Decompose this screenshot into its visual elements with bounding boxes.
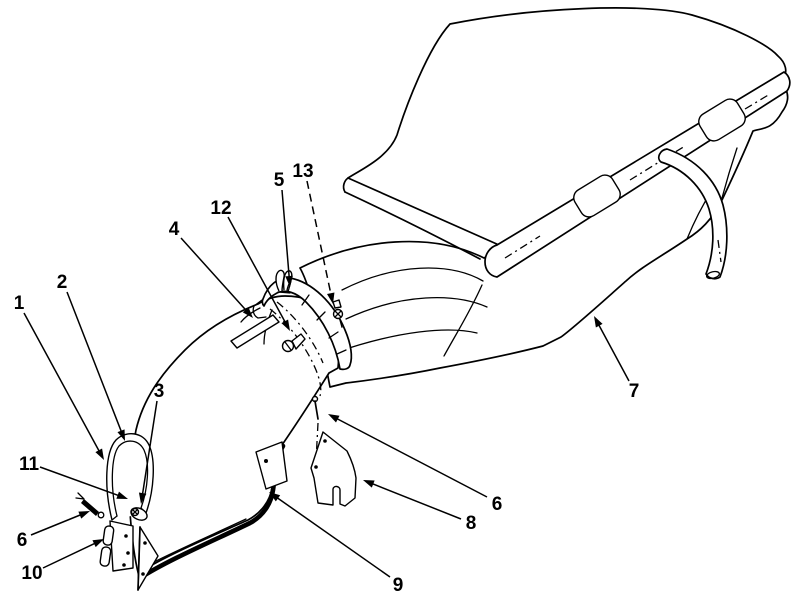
mounting-plate <box>255 441 288 490</box>
callout-5: 5 <box>274 170 293 287</box>
leader-line-4 <box>180 237 252 317</box>
plate-hole <box>264 459 268 463</box>
leader-line-6 <box>30 511 88 536</box>
handle-tube <box>657 148 728 280</box>
callout-label-12: 12 <box>210 198 231 219</box>
leader-line-3 <box>140 400 158 502</box>
leader-arrowhead-6 <box>78 511 90 519</box>
callout-label-3: 3 <box>154 381 165 402</box>
tube-centerline-dash <box>504 235 541 259</box>
leader-line-11 <box>39 466 126 499</box>
callout-label-8: 8 <box>466 513 477 534</box>
leader-line-2 <box>66 291 125 439</box>
chute-body <box>128 295 340 581</box>
callout-8: 8 <box>363 480 476 534</box>
callout-12: 12 <box>210 198 290 331</box>
leader-arrowhead-4 <box>242 307 253 318</box>
leader-line-6 <box>330 414 488 498</box>
callout-label-11: 11 <box>19 454 40 475</box>
handle-centerline-dash <box>717 239 722 263</box>
leader-line-7 <box>594 318 630 382</box>
handle-open-end <box>705 270 721 280</box>
leader-line-13 <box>306 180 334 302</box>
callout-label-10: 10 <box>21 563 42 584</box>
leader-arrowhead-2 <box>117 429 125 441</box>
callout-1: 1 <box>14 293 104 460</box>
collar-screw <box>281 333 306 353</box>
tube-centerline-dash <box>744 93 771 110</box>
reinforcement-strip <box>230 314 280 349</box>
callout-label-4: 4 <box>169 219 180 240</box>
leader-arrowhead-10 <box>92 539 104 548</box>
leader-arrowhead-7 <box>594 316 603 328</box>
leader-arrowhead-6 <box>328 414 340 423</box>
leader-line-9 <box>271 493 391 578</box>
leader-line-10 <box>42 539 102 569</box>
fabric-fold-lines <box>336 147 738 357</box>
callout-label-2: 2 <box>57 272 68 293</box>
leader-line-8 <box>365 480 462 520</box>
leader-arrowhead-1 <box>95 448 104 460</box>
leader-line-1 <box>23 312 104 458</box>
callout-2: 2 <box>57 272 125 441</box>
callout-label-9: 9 <box>393 575 404 596</box>
cotter-pin-left <box>75 492 105 519</box>
leader-arrowhead-11 <box>116 491 128 499</box>
callout-3: 3 <box>138 381 165 504</box>
mounting-bracket <box>99 520 134 572</box>
leader-line-5 <box>281 189 291 285</box>
collar-left-step <box>252 299 267 319</box>
callout-11: 11 <box>19 454 128 499</box>
leader-arrowhead-5 <box>285 275 293 287</box>
callout-label-13: 13 <box>292 161 313 182</box>
collar-hidden-rim <box>276 301 324 364</box>
leader-arrowhead-9 <box>269 492 281 502</box>
leader-arrowhead-12 <box>281 319 290 331</box>
callout-10: 10 <box>21 539 104 584</box>
frame-tube <box>484 71 791 278</box>
callout-7: 7 <box>594 316 639 402</box>
callout-label-5: 5 <box>274 170 285 191</box>
slot-tab-upper <box>102 525 115 546</box>
tube-sleeve-left <box>573 174 621 218</box>
keyhole-slot <box>130 507 148 521</box>
leader-line-12 <box>227 216 290 329</box>
callout-label-7: 7 <box>629 381 640 402</box>
leader-arrowhead-3 <box>138 492 147 504</box>
fin-plate <box>137 526 159 591</box>
callout-6: 6 <box>328 414 502 515</box>
support-bracket <box>310 431 357 507</box>
tube-sleeve-right <box>698 98 746 142</box>
slot-tab-lower <box>99 546 112 567</box>
callout-label-6: 6 <box>17 530 28 551</box>
callout-4: 4 <box>169 219 253 318</box>
leader-arrowhead-13 <box>327 292 335 304</box>
callout-13: 13 <box>292 161 335 304</box>
chute-lip-dash <box>157 552 185 567</box>
leader-arrowhead-8 <box>363 480 375 488</box>
callout-label-1: 1 <box>14 293 25 314</box>
collar-bolt <box>332 299 344 332</box>
callout-label-6: 6 <box>492 494 503 515</box>
wire-bail <box>106 433 154 521</box>
hem-roll <box>342 177 481 260</box>
callout-6: 6 <box>17 511 90 551</box>
callout-9: 9 <box>269 492 403 596</box>
